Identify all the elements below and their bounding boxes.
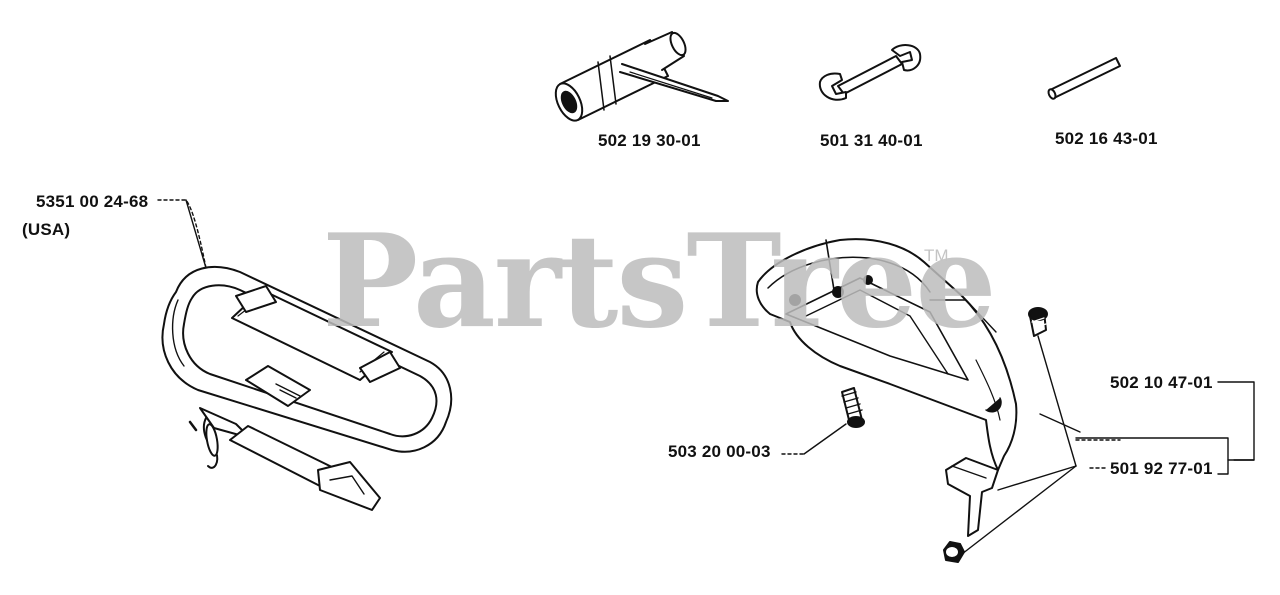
part-number-pin[interactable]: 502 16 43-01 [1055, 129, 1158, 148]
wrench-icon [818, 44, 922, 101]
combination-spanner-icon [554, 31, 729, 122]
pin-icon [1047, 57, 1121, 100]
part-number-screw[interactable]: 503 20 00-03 [668, 442, 771, 461]
trademark-mark: TM [924, 246, 949, 265]
screw-icon [781, 387, 865, 455]
harness-icon [157, 199, 453, 511]
part-number-guard-kit[interactable]: 502 10 47-01 [1110, 373, 1213, 392]
harness-region-note: (USA) [22, 220, 71, 239]
guard-icon [755, 238, 1018, 471]
hardware-icon [943, 307, 1048, 563]
part-number-harness[interactable]: 5351 00 24-68 [36, 192, 149, 211]
part-number-combination-spanner[interactable]: 502 19 30-01 [598, 131, 701, 150]
part-number-open-end-wrench[interactable]: 501 31 40-01 [820, 131, 923, 150]
leader-lines [961, 335, 1255, 555]
part-number-hardware-kit[interactable]: 501 92 77-01 [1110, 459, 1213, 478]
